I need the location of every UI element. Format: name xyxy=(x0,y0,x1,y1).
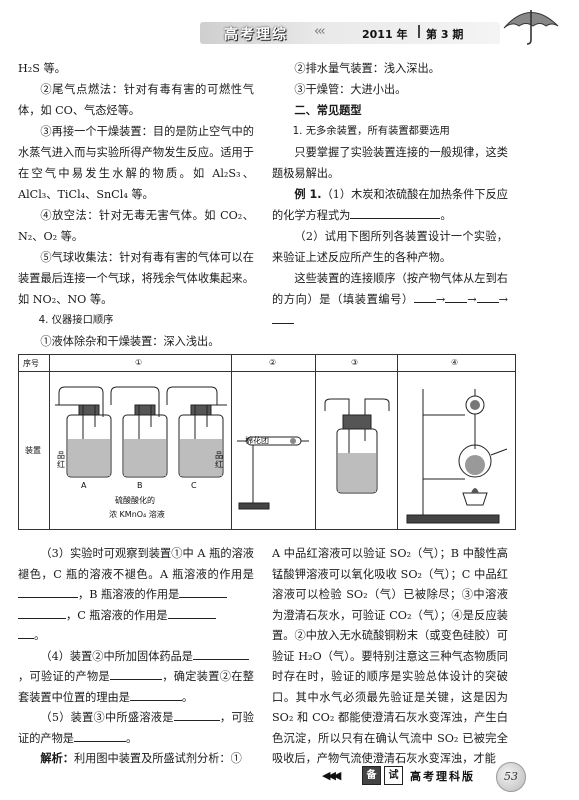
paragraph: 只要掌握了实验装置连接的一般规律，这类题极易解出。 xyxy=(272,146,508,180)
paragraph: A 中品红溶液可以验证 SO₂（气）；B 中酸性高锰酸钾溶液可以氧化吸收 SO₂… xyxy=(272,547,508,765)
answer-blank[interactable] xyxy=(476,290,499,303)
lime-water-bottle-apparatus xyxy=(324,398,390,494)
example-label: 例 1. xyxy=(294,188,322,201)
table-divider xyxy=(231,355,232,529)
table-divider xyxy=(397,355,398,529)
question-text: ，确定装置②在整套装置中位置的理由是 xyxy=(18,670,254,704)
punctuation: 。 xyxy=(440,209,452,222)
subheading: 4. 仪器接口顺序 xyxy=(38,314,114,326)
question-text: （2）试用下图所列各装置设计一个实验，来验证上述反应所产生的各种产物。 xyxy=(272,230,508,264)
question-text: ，B 瓶溶液的作用是 xyxy=(78,588,180,601)
subheading: 1. 无多余装置，所有装置都要选用 xyxy=(292,125,450,137)
arrow-icon: ◀◀◀ xyxy=(322,769,341,782)
table-divider xyxy=(49,355,50,529)
page-footer: ◀◀◀ 备 试 高考理科版 53 xyxy=(0,756,579,800)
umbrella-icon xyxy=(503,10,559,45)
question-text: ，C 瓶溶液的作用是 xyxy=(66,608,168,622)
apparatus-table: 序号 装置 ① ② ③ ④ 品红 A B C 品红 硫酸酸化的 浓 xyxy=(18,354,516,530)
drying-tube-apparatus xyxy=(237,436,309,510)
analysis-label: 解析： xyxy=(40,752,74,765)
issue-year: 2011 年 xyxy=(362,28,408,41)
bottle-label: 品红 xyxy=(215,451,223,469)
page-header: 高考理综 ‹‹‹ 2011 年 第 3 期 xyxy=(0,0,579,46)
punctuation: 。 xyxy=(34,629,46,642)
apparatus-number: ① xyxy=(135,358,143,367)
paragraph: ③干燥管：大进小出。 xyxy=(294,83,407,96)
footer-badge: 试 xyxy=(384,766,403,785)
right-column: ②排水量气装置：浅入深出。 ③干燥管：大进小出。 二、常见题型 1. 无多余装置… xyxy=(272,58,508,331)
paragraph: ②尾气点燃法：针对有毒有害的可燃性气体，如 CO、气态烃等。 xyxy=(18,83,254,117)
arrow-icon: → xyxy=(467,293,477,306)
question-text: ，可验证的产物是 xyxy=(18,670,110,683)
question-text: （3）实验时可观察到装置①中 A 瓶的溶液褪色，C 瓶的溶液不褪色。A 瓶溶液的… xyxy=(18,547,254,581)
paragraph: ①液体除杂和干燥装置：深入浅出。 xyxy=(40,335,220,348)
chevron-icon: ‹‹‹ xyxy=(314,24,326,39)
punctuation: 。 xyxy=(125,731,138,745)
answer-blank[interactable] xyxy=(445,290,468,303)
paragraph: ⑤气球收集法：针对有毒有害的气体可以在装置最后连接一个气球，将残余气体收集起来。… xyxy=(18,251,254,306)
apparatus-number: ② xyxy=(269,358,277,367)
question-text: 这些装置的连接顺序（按产物气体从左到右的方向）是（填装置编号） xyxy=(272,272,508,306)
reaction-apparatus xyxy=(406,389,508,524)
paragraph: ②排水量气装置：浅入深出。 xyxy=(294,62,440,75)
answer-blank[interactable] xyxy=(73,729,126,742)
header-bar xyxy=(200,22,500,44)
answer-blank[interactable] xyxy=(192,647,249,660)
bottom-right-column: A 中品红溶液可以验证 SO₂（气）；B 中酸性高锰酸钾溶液可以氧化吸收 SO₂… xyxy=(272,544,508,770)
question-text: （1）木炭和浓硫酸在加热条件下反应的化学方程式为 xyxy=(272,188,508,222)
bottle-label: B xyxy=(137,481,143,490)
edition-label: 高考理科版 xyxy=(410,770,475,783)
answer-blank[interactable] xyxy=(18,626,34,639)
paragraph: ③再接一个干燥装置：目的是防止空气中的水蒸气进入而与实验所得产物发生反应。适用于… xyxy=(18,125,254,201)
paragraph: 利用图中装置及所盛试剂分析：① xyxy=(73,752,242,765)
answer-blank[interactable] xyxy=(110,667,162,680)
section-heading: 二、常见题型 xyxy=(294,104,362,117)
apparatus-caption: 浓 KMnO₄ 溶液 xyxy=(109,510,165,519)
question-text: （4）装置②中所加固体药品是 xyxy=(40,649,193,663)
answer-blank[interactable] xyxy=(18,606,66,619)
answer-blank[interactable] xyxy=(173,708,220,721)
bottom-left-column: （3）实验时可观察到装置①中 A 瓶的溶液褪色，C 瓶的溶液不褪色。A 瓶溶液的… xyxy=(18,544,254,770)
arrow-icon: → xyxy=(498,293,508,306)
answer-blank[interactable] xyxy=(413,290,436,303)
table-divider xyxy=(19,371,515,372)
apparatus-caption: 硫酸酸化的 xyxy=(115,496,155,505)
journal-title: 高考理综 xyxy=(224,27,288,43)
question-text: （5）装置③中所盛溶液是 xyxy=(40,711,174,724)
answer-blank[interactable] xyxy=(167,606,216,619)
answer-blank[interactable] xyxy=(129,688,182,701)
footer-badge: 备 xyxy=(362,766,381,785)
paragraph: ④放空法：针对无毒无害气体。如 CO₂、N₂、O₂ 等。 xyxy=(18,209,254,243)
issue-number: 第 3 期 xyxy=(426,28,464,41)
arrow-icon: → xyxy=(435,293,446,306)
bottle-label: 品红 xyxy=(57,451,65,469)
punctuation: 。 xyxy=(181,690,194,704)
answer-blank[interactable] xyxy=(350,206,441,219)
apparatus-label: 棉花团 xyxy=(245,436,269,445)
bottle-label: A xyxy=(81,481,87,490)
apparatus-number: ④ xyxy=(451,358,459,367)
left-column: H₂S 等。 ②尾气点燃法：针对有毒有害的可燃性气体，如 CO、气态烃等。 ③再… xyxy=(18,58,254,352)
table-divider xyxy=(315,355,316,529)
answer-blank[interactable] xyxy=(179,585,228,598)
page-number: 53 xyxy=(496,762,526,792)
question-text: ，可验证的产物是 xyxy=(18,711,254,745)
answer-blank[interactable] xyxy=(18,585,78,598)
paragraph: H₂S 等。 xyxy=(18,62,66,75)
bottle-label: C xyxy=(191,481,197,490)
header-divider xyxy=(418,25,420,38)
answer-blank[interactable] xyxy=(272,311,294,324)
wash-bottles-apparatus xyxy=(55,386,227,478)
table-row-label: 装置 xyxy=(25,446,41,455)
table-header-label: 序号 xyxy=(23,359,39,368)
apparatus-number: ③ xyxy=(351,358,359,367)
